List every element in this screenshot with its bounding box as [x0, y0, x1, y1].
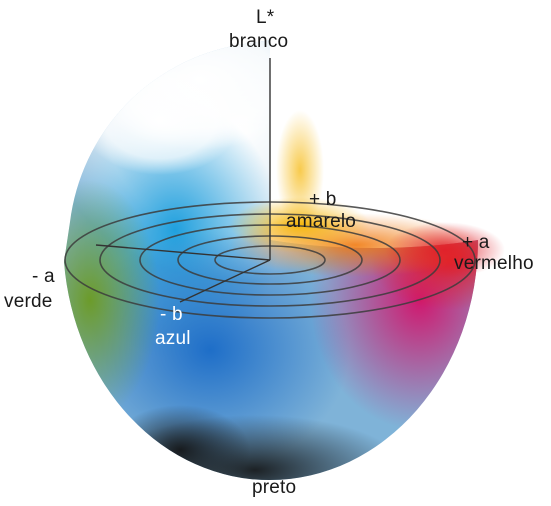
a-negative-symbol-label: - a — [32, 266, 55, 287]
black-label: preto — [252, 477, 297, 498]
green-label: verde — [4, 291, 53, 312]
blue-axis — [179, 259, 271, 303]
blue-label: azul — [155, 328, 191, 349]
b-negative-symbol-label: - b — [160, 304, 183, 325]
green-axis — [95, 244, 271, 261]
interior-plane — [230, 110, 505, 278]
white-label: branco — [229, 31, 289, 52]
yellow-label: amarelo — [286, 211, 357, 232]
axes-lines — [95, 58, 271, 303]
b-positive-symbol-label: + b — [309, 189, 337, 210]
red-label: vermelho — [454, 253, 534, 274]
a-positive-symbol-label: + a — [462, 232, 490, 253]
lightness-symbol-label: L* — [256, 7, 275, 28]
